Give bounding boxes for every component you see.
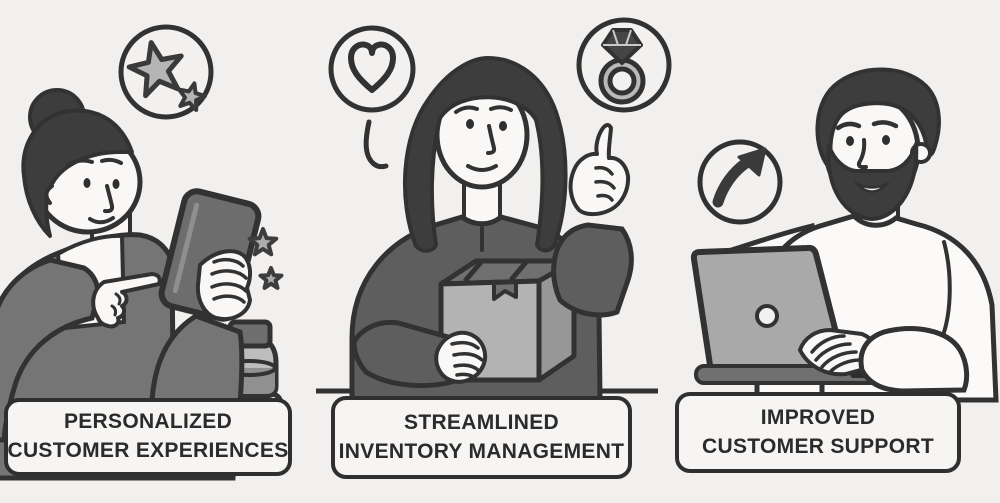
- woman1-ear: [44, 184, 54, 205]
- caption-improved-customer-support: IMPROVED CUSTOMER SUPPORT: [675, 392, 961, 473]
- caption-line: IMPROVED: [760, 405, 876, 429]
- woman2-pointing-hand: [568, 123, 631, 217]
- caption-line: CUSTOMER EXPERIENCES: [7, 439, 289, 462]
- woman2-face-features: [454, 105, 513, 172]
- caption-personalized-customer-experiences: PERSONALIZED CUSTOMER EXPERIENCES: [4, 398, 292, 476]
- man-head: [815, 67, 941, 221]
- woman1-holding-hand: [195, 249, 253, 321]
- heart-badge-icon: [328, 25, 416, 170]
- growth-arrow-badge-icon: [697, 139, 783, 225]
- cardboard-box: [438, 258, 577, 383]
- woman1-head: [21, 88, 143, 238]
- man-sleeve-seam: [940, 240, 952, 340]
- caption-line: STREAMLINED: [404, 410, 559, 434]
- panel-support-scene: [690, 67, 999, 403]
- caption-line: PERSONALIZED: [63, 410, 233, 434]
- woman2-head: [402, 56, 568, 253]
- man-beard: [826, 142, 919, 221]
- panel-inventory-scene: [316, 17, 672, 403]
- woman2-box-hand: [434, 330, 488, 384]
- woman1-pointing-hand: [91, 272, 162, 329]
- woman2-hair: [402, 56, 568, 253]
- man-near-forearm: [858, 326, 970, 394]
- diamond-ring-badge-icon: [576, 17, 672, 113]
- woman1-hair: [21, 108, 134, 238]
- stars-badge-icon: [118, 24, 214, 120]
- panel-personalized-scene: [0, 24, 284, 481]
- man-mouth: [854, 181, 890, 193]
- caption-line: CUSTOMER SUPPORT: [702, 434, 934, 458]
- caption-streamlined-inventory-management: STREAMLINED INVENTORY MANAGEMENT: [331, 396, 632, 479]
- man-face-features: [835, 120, 899, 170]
- laptop-logo: [755, 304, 779, 328]
- caption-line: INVENTORY MANAGEMENT: [338, 439, 625, 463]
- woman1-face-features: [66, 157, 123, 225]
- woman2-raised-arm: [551, 222, 634, 318]
- heart-badge-connector-line: [363, 119, 389, 170]
- sparkle-stars-icon: [247, 227, 284, 290]
